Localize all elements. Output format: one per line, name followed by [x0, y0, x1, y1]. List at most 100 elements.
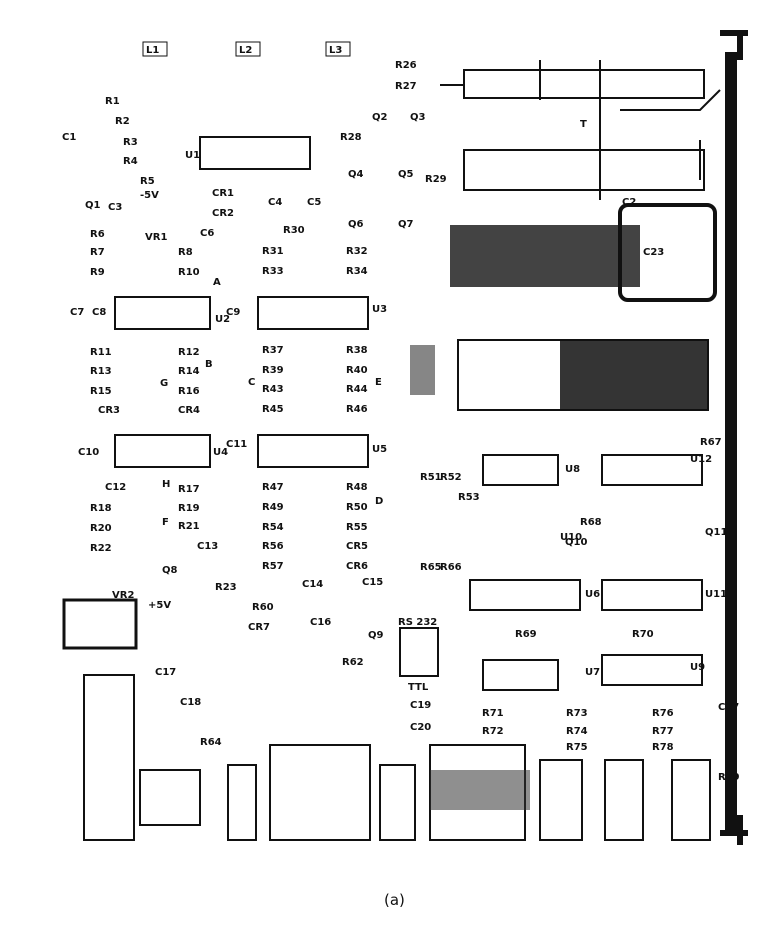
resistor-r74: R74	[566, 726, 588, 737]
ic-u1: U1	[185, 150, 200, 161]
inductor-l1: L1	[146, 45, 159, 56]
resistor-r16: R16	[178, 386, 200, 397]
marker-h: H	[162, 479, 170, 490]
label-rs232: RS 232	[398, 617, 437, 628]
resistor-r54: R54	[262, 522, 284, 533]
transistor-q7: Q7	[398, 219, 414, 230]
transistor-q2: Q2	[372, 112, 388, 123]
resistor-r65: R65	[420, 562, 442, 573]
cap-c27: C27	[718, 702, 739, 713]
resistor-r22: R22	[90, 543, 112, 554]
resistor-r43: R43	[262, 384, 284, 395]
ic-u4: U4	[213, 447, 228, 458]
ground-bus	[720, 30, 748, 845]
inductor-l2: L2	[239, 45, 252, 56]
transistor-labels: Q1 Q2 Q3 Q4 Q5 Q6 Q7 Q8 Q9 Q10 Q11	[85, 112, 727, 641]
resistor-r31: R31	[262, 246, 284, 257]
resistor-r38: R38	[346, 345, 368, 356]
resistor-r71: R71	[482, 708, 504, 719]
diode-cr3: CR3	[98, 405, 120, 416]
marker-b: B	[205, 359, 213, 370]
cap-c2: C2	[622, 197, 636, 208]
resistor-r66: R66	[440, 562, 462, 573]
resistor-r78: R78	[652, 742, 674, 753]
diode-cr7: CR7	[248, 622, 270, 633]
marker-d: D	[375, 496, 383, 507]
transistor-q10: Q10	[565, 537, 587, 548]
resistor-r29: R29	[425, 174, 447, 185]
resistor-r32: R32	[346, 246, 368, 257]
figure-caption: (a)	[384, 891, 405, 909]
resistor-r18: R18	[90, 503, 112, 514]
transistor-q8: Q8	[162, 565, 178, 576]
resistor-r13: R13	[90, 366, 112, 377]
resistor-r77: R77	[652, 726, 674, 737]
inductor-l3: L3	[329, 45, 342, 56]
connector-blocks	[410, 339, 709, 411]
inductor-labels: L1 L2 L3	[142, 41, 351, 57]
resistor-r47: R47	[262, 482, 284, 493]
cap-c14: C14	[302, 579, 323, 590]
cap-c4: C4	[268, 197, 282, 208]
resistor-r21: R21	[178, 521, 200, 532]
resistor-r79: R79	[718, 772, 740, 783]
resistor-r75: R75	[566, 742, 588, 753]
cap-c13: C13	[197, 541, 218, 552]
ic-u5: U5	[372, 444, 387, 455]
resistor-r76: R76	[652, 708, 674, 719]
resistor-r67: R67	[700, 437, 722, 448]
cap-c9: C9	[226, 307, 240, 318]
resistor-r30: R30	[283, 225, 305, 236]
resistor-r49: R49	[262, 502, 284, 513]
supply-neg5v: -5V	[140, 190, 159, 201]
marker-e: E	[375, 377, 382, 388]
resistor-r10: R10	[178, 267, 200, 278]
resistor-r17: R17	[178, 484, 200, 495]
resistor-r57: R57	[262, 561, 284, 572]
ic-u7: U7	[585, 667, 600, 678]
resistor-r1: R1	[105, 96, 120, 107]
resistor-r6: R6	[90, 229, 105, 240]
transistor-q9: Q9	[368, 630, 384, 641]
transistor-q1: Q1	[85, 200, 101, 211]
cap-c10: C10	[78, 447, 99, 458]
resistor-r5: R5	[140, 176, 155, 187]
resistor-r14: R14	[178, 366, 200, 377]
transistor-q6: Q6	[348, 219, 364, 230]
resistor-r4: R4	[123, 156, 138, 167]
resistor-r51: R51	[420, 472, 442, 483]
resistor-r55: R55	[346, 522, 368, 533]
resistor-r73: R73	[566, 708, 588, 719]
ic-u10: U10	[560, 532, 582, 543]
cap-c12: C12	[105, 482, 126, 493]
label-ttl: TTL	[408, 682, 429, 693]
resistor-r64: R64	[200, 737, 222, 748]
diode-cr2: CR2	[212, 208, 234, 219]
cap-c11: C11	[226, 439, 247, 450]
resistor-r9: R9	[90, 267, 105, 278]
resistor-r53: R53	[458, 492, 480, 503]
resistor-r12: R12	[178, 347, 200, 358]
resistor-r15: R15	[90, 386, 112, 397]
cap-c6: C6	[200, 228, 214, 239]
supply-pos5v: +5V	[148, 600, 171, 611]
marker-f: F	[162, 517, 169, 528]
resistor-r69: R69	[515, 629, 537, 640]
transistor-q3: Q3	[410, 112, 426, 123]
ic-outlines	[114, 136, 703, 691]
resistor-r46: R46	[346, 404, 368, 415]
shaded-region	[430, 770, 530, 810]
transistor-q4: Q4	[348, 169, 364, 180]
marker-c: C	[248, 377, 255, 388]
ic-u11: U11	[705, 589, 727, 600]
diode-cr1: CR1	[212, 188, 234, 199]
ic-u9: U9	[690, 662, 705, 673]
regulator-vr2: VR2	[112, 590, 134, 601]
cap-c20: C20	[410, 722, 431, 733]
cap-c18: C18	[180, 697, 201, 708]
resistor-r70: R70	[632, 629, 654, 640]
resistor-r45: R45	[262, 404, 284, 415]
resistor-r3: R3	[123, 137, 138, 148]
resistor-r20: R20	[90, 523, 112, 534]
